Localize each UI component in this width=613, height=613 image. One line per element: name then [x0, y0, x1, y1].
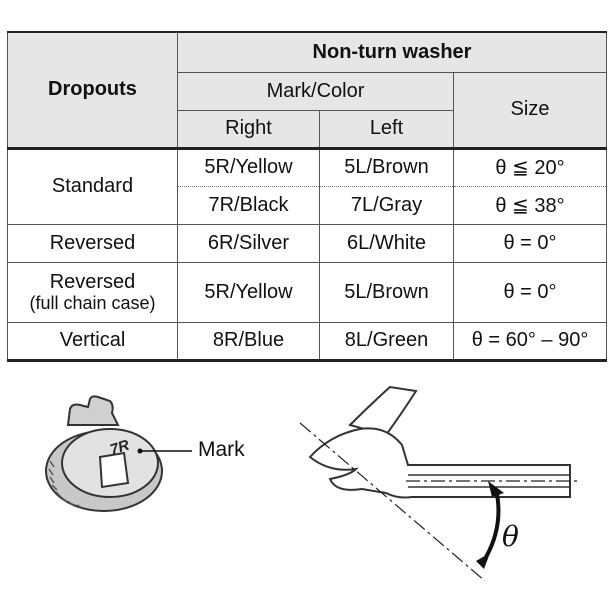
cell-dropout: Vertical	[7, 321, 178, 362]
frame-tube	[348, 385, 418, 437]
slot-axis	[299, 422, 486, 582]
cell-left: 7L/Gray	[319, 185, 454, 224]
cell-left: 5L/Brown	[319, 146, 454, 186]
table-row: Standard 5R/Yellow 5L/Brown θ ≦ 20°	[7, 146, 608, 224]
header-mark-color: Mark/Color	[177, 71, 454, 110]
header-dropouts: Dropouts	[7, 31, 178, 148]
cell-left: 6L/White	[319, 223, 454, 262]
angle-arc	[484, 488, 501, 558]
table-row: Reversed (full chain case) 5R/Yellow 5L/…	[7, 261, 608, 322]
header-left: Left	[319, 109, 454, 148]
header-size: Size	[452, 71, 608, 148]
header-non-turn-washer: Non-turn washer	[176, 31, 608, 72]
header-right: Right	[177, 109, 320, 148]
table-row: Reversed 6R/Silver 6L/White θ = 0°	[7, 223, 608, 262]
dropout-note: (full chain case)	[29, 293, 156, 313]
cell-right: 5R/Yellow	[177, 261, 320, 322]
dropout-label: Reversed	[49, 271, 136, 293]
table-row: 7R/Black 7L/Gray θ ≦ 38°	[8, 185, 608, 224]
cell-right: 5R/Yellow	[177, 146, 320, 186]
washer-illustration: 7R	[45, 395, 192, 512]
cell-right: 6R/Silver	[177, 223, 320, 262]
arrow-head-top	[488, 481, 504, 497]
cell-right: 8R/Blue	[177, 321, 320, 362]
cell-size: θ = 0°	[452, 261, 608, 322]
cell-size: θ ≦ 20°	[452, 146, 608, 186]
cell-left: 8L/Green	[319, 321, 454, 362]
cell-dropout: Standard	[7, 146, 178, 224]
mark-label: Mark	[198, 438, 245, 461]
table-row: Vertical 8R/Blue 8L/Green θ = 60° – 90°	[7, 321, 608, 362]
cell-dropout: Reversed (full chain case)	[7, 261, 178, 322]
washer-hole	[98, 451, 130, 489]
knurl-pattern	[48, 460, 83, 509]
dropout-body	[308, 427, 571, 499]
cell-size: θ = 0°	[452, 223, 608, 262]
washer-mark-text: 7R	[108, 437, 132, 459]
dropout-illustration	[299, 385, 580, 582]
cell-size: θ ≦ 38°	[452, 185, 608, 224]
washer-tab	[66, 395, 120, 426]
cell-size: θ = 60° – 90°	[452, 321, 608, 362]
angle-label: θ	[502, 520, 519, 553]
arrow-head-bottom	[476, 553, 490, 569]
cell-right: 7R/Black	[177, 185, 320, 224]
cell-dropout: Reversed	[7, 223, 178, 262]
cell-left: 5L/Brown	[319, 261, 454, 322]
washer-spec-table: Dropouts Non-turn washer Mark/Color Size…	[7, 31, 608, 362]
